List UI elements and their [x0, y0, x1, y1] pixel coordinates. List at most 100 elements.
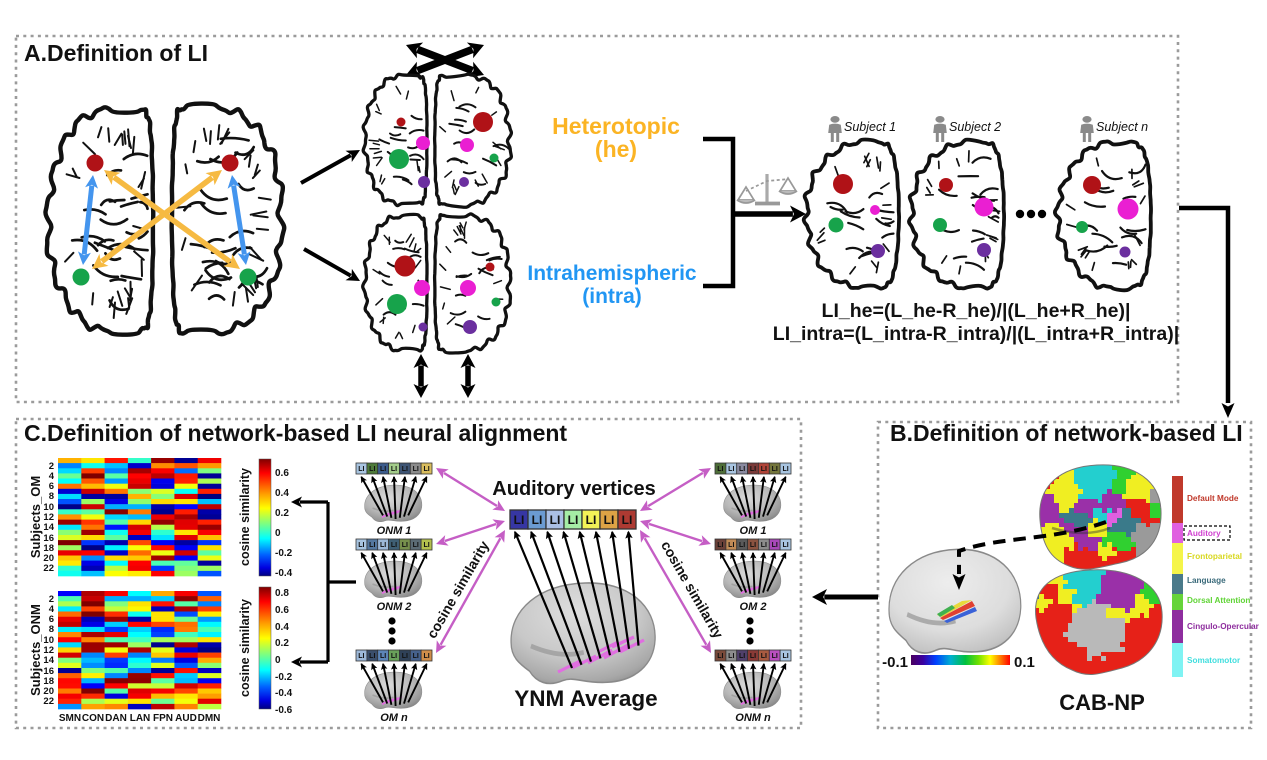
svg-text:LI: LI [750, 466, 756, 473]
svg-text:LI: LI [728, 542, 734, 549]
svg-text:2: 2 [49, 461, 54, 472]
svg-text:Cingulo-Opercular: Cingulo-Opercular [1187, 622, 1260, 631]
svg-text:LI: LI [391, 466, 397, 473]
svg-text:ONM n: ONM n [735, 712, 771, 724]
svg-text:CON: CON [82, 713, 104, 724]
svg-text:Auditory vertices: Auditory vertices [492, 478, 655, 500]
svg-text:6: 6 [49, 481, 54, 492]
svg-text:LI: LI [550, 513, 561, 527]
svg-text:YNM Average: YNM Average [514, 686, 657, 711]
svg-text:LI: LI [391, 542, 397, 549]
svg-text:LI: LI [380, 466, 386, 473]
svg-text:12: 12 [43, 512, 54, 523]
svg-text:LI: LI [391, 653, 397, 660]
svg-text:LAN: LAN [130, 713, 151, 724]
svg-text:LI: LI [423, 466, 429, 473]
svg-text:LI: LI [739, 542, 745, 549]
svg-text:LI: LI [782, 653, 788, 660]
svg-text:8: 8 [49, 491, 54, 502]
svg-text:LI_he=(L_he-R_he)/|(L_he+R_he): LI_he=(L_he-R_he)/|(L_he+R_he)| [822, 300, 1131, 322]
svg-text:14: 14 [43, 522, 54, 533]
svg-text:LI: LI [413, 542, 419, 549]
svg-text:LI: LI [728, 466, 734, 473]
svg-text:0.2: 0.2 [275, 638, 289, 649]
svg-text:0.4: 0.4 [275, 622, 289, 633]
svg-text:LI: LI [717, 542, 723, 549]
svg-text:LI: LI [358, 542, 364, 549]
svg-text:LI: LI [402, 466, 408, 473]
svg-text:10: 10 [43, 635, 54, 646]
svg-text:cosine similarity: cosine similarity [238, 599, 252, 697]
svg-text:LI: LI [532, 513, 543, 527]
svg-text:14: 14 [43, 655, 54, 666]
svg-text:0: 0 [275, 655, 281, 666]
svg-text:SMN: SMN [59, 713, 81, 724]
svg-text:Subject 2: Subject 2 [949, 120, 1001, 134]
svg-text:OM 2: OM 2 [740, 601, 767, 613]
svg-text:cosine similarity: cosine similarity [238, 468, 252, 566]
svg-text:(he): (he) [595, 136, 637, 162]
svg-text:LI: LI [402, 653, 408, 660]
svg-text:4: 4 [49, 604, 55, 615]
svg-text:LI: LI [761, 653, 767, 660]
svg-text:-0.2: -0.2 [275, 672, 293, 683]
svg-text:LI: LI [358, 466, 364, 473]
svg-text:Dorsal Attention: Dorsal Attention [1187, 596, 1250, 605]
svg-text:20: 20 [43, 553, 54, 564]
svg-text:Subject 1: Subject 1 [844, 120, 896, 134]
svg-text:LI: LI [369, 653, 375, 660]
svg-text:18: 18 [43, 543, 54, 554]
svg-text:CAB-NP: CAB-NP [1059, 690, 1145, 715]
svg-text:12: 12 [43, 645, 54, 656]
svg-text:22: 22 [43, 563, 54, 574]
svg-text:DAN: DAN [105, 713, 127, 724]
svg-text:ONM 1: ONM 1 [377, 525, 412, 537]
svg-text:0.4: 0.4 [275, 488, 289, 499]
svg-text:LI_intra=(L_intra-R_intra)/|(L: LI_intra=(L_intra-R_intra)/|(L_intra+R_i… [773, 323, 1179, 345]
svg-text:Auditory: Auditory [1187, 529, 1221, 538]
svg-text:A.Definition of LI: A.Definition of LI [24, 40, 208, 66]
svg-text:-0.1: -0.1 [882, 654, 908, 671]
svg-text:LI: LI [402, 542, 408, 549]
svg-text:Language: Language [1187, 576, 1226, 585]
svg-text:FPN: FPN [153, 713, 173, 724]
svg-text:LI: LI [380, 653, 386, 660]
svg-text:AUD: AUD [175, 713, 197, 724]
svg-text:Heterotopic: Heterotopic [552, 113, 680, 139]
svg-text:cosine similarity: cosine similarity [658, 538, 727, 641]
svg-text:Subjects_OM: Subjects_OM [28, 476, 43, 558]
svg-text:LI: LI [586, 513, 597, 527]
svg-text:-0.2: -0.2 [275, 548, 293, 559]
svg-text:0.6: 0.6 [275, 605, 289, 616]
svg-text:LI: LI [782, 542, 788, 549]
svg-text:LI: LI [750, 542, 756, 549]
svg-text:Subject n: Subject n [1096, 120, 1148, 134]
svg-text:LI: LI [761, 466, 767, 473]
svg-text:0.6: 0.6 [275, 468, 289, 479]
svg-text:OM 1: OM 1 [740, 525, 767, 537]
svg-text:Frontoparietal: Frontoparietal [1187, 552, 1242, 561]
svg-text:LI: LI [717, 466, 723, 473]
svg-text:LI: LI [413, 466, 419, 473]
svg-text:4: 4 [49, 471, 55, 482]
svg-text:LI: LI [772, 653, 778, 660]
svg-text:18: 18 [43, 676, 54, 687]
svg-text:LI: LI [423, 542, 429, 549]
svg-text:LI: LI [622, 513, 633, 527]
svg-text:(intra): (intra) [582, 285, 642, 308]
svg-text:0: 0 [275, 528, 281, 539]
svg-text:LI: LI [739, 466, 745, 473]
svg-text:Somatomotor: Somatomotor [1187, 656, 1241, 665]
svg-text:-0.6: -0.6 [275, 705, 293, 716]
svg-text:-0.4: -0.4 [275, 688, 293, 699]
svg-text:LI: LI [358, 653, 364, 660]
svg-text:2: 2 [49, 594, 54, 605]
svg-text:22: 22 [43, 696, 54, 707]
svg-text:LI: LI [728, 653, 734, 660]
svg-text:16: 16 [43, 666, 54, 677]
svg-text:8: 8 [49, 624, 54, 635]
svg-text:6: 6 [49, 614, 54, 625]
svg-text:10: 10 [43, 502, 54, 513]
svg-text:ONM 2: ONM 2 [377, 601, 412, 613]
svg-text:Intrahemispheric: Intrahemispheric [527, 262, 697, 285]
